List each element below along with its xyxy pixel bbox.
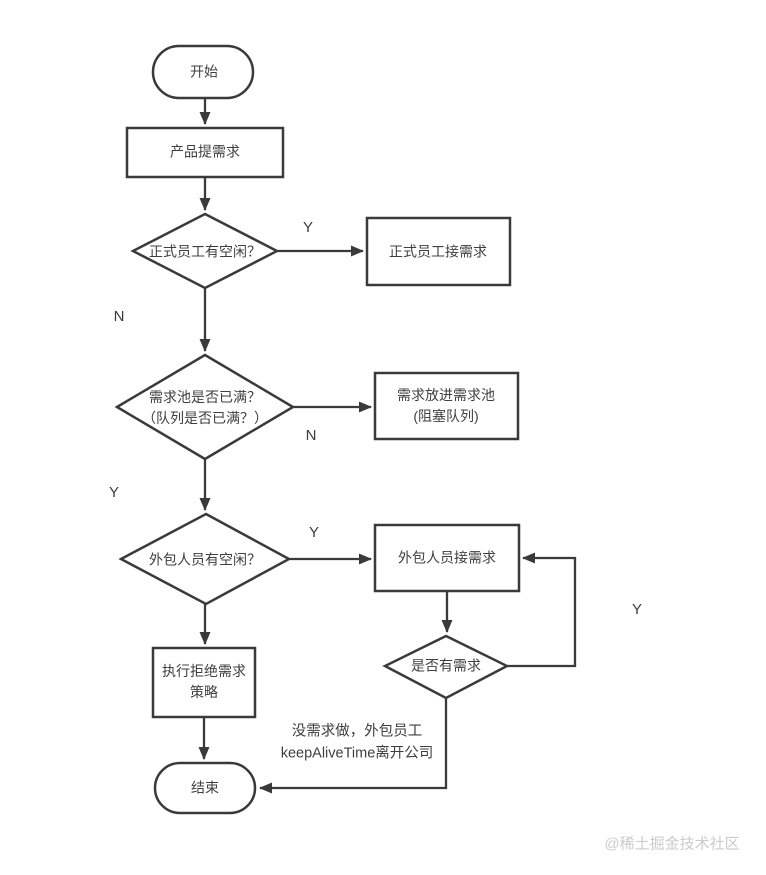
outsource-take-node — [373, 523, 521, 593]
outsource-free-decision-node — [118, 512, 292, 606]
put-in-pool-node — [373, 371, 520, 441]
raise-requirement-node — [125, 126, 285, 179]
formal-take-node — [365, 216, 512, 287]
formal-free-decision-node — [130, 212, 280, 290]
has-requirement-decision-node — [382, 634, 510, 700]
start-node — [151, 44, 255, 100]
pool-full-decision-node — [114, 353, 296, 461]
end-node — [153, 761, 257, 815]
edge-has-req-no-to-end — [259, 698, 448, 794]
edge-has-req-loop-yes — [507, 552, 577, 668]
reject-policy-node — [151, 646, 257, 719]
